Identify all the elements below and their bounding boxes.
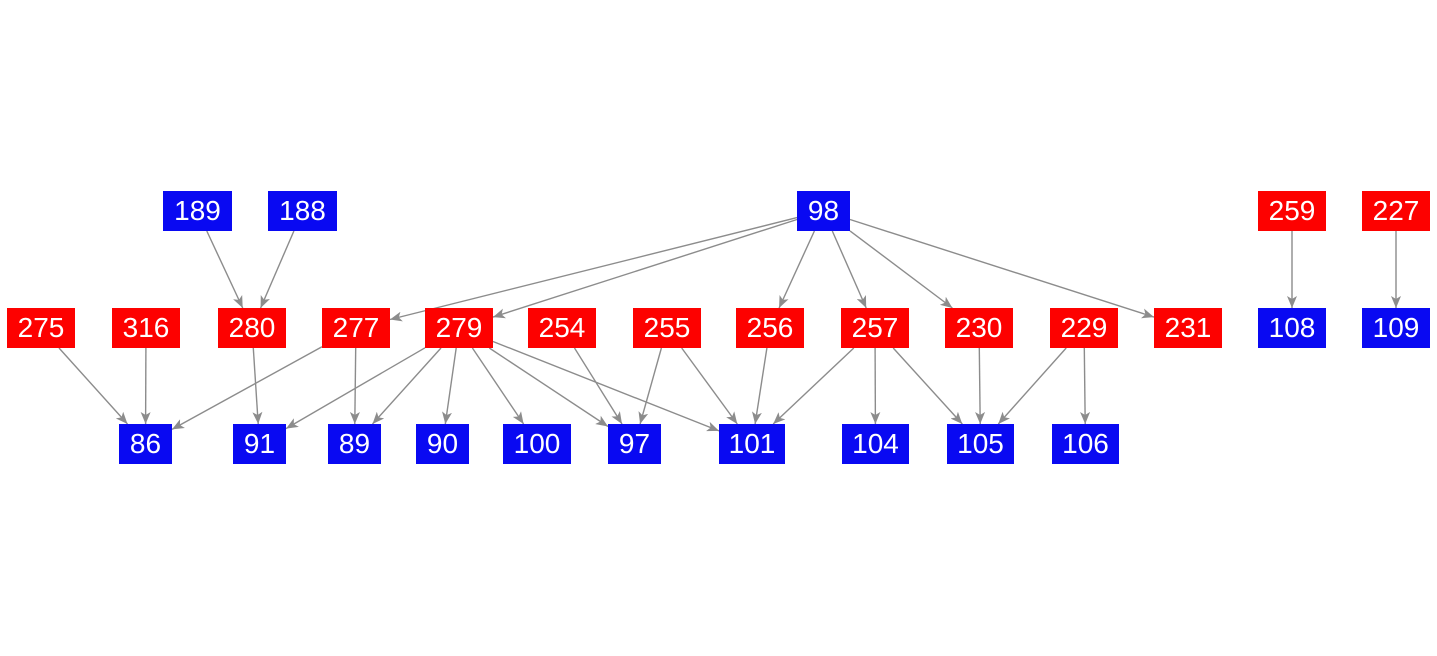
- graph-edge-98-277: [389, 216, 798, 322]
- graph-node-98[interactable]: 98: [797, 191, 850, 231]
- graph-node-256[interactable]: 256: [736, 308, 804, 348]
- graph-edge-229-105: [997, 347, 1067, 425]
- graph-node-255[interactable]: 255: [633, 308, 701, 348]
- graph-edge-277-89: [349, 347, 360, 425]
- graph-edge-256-101: [752, 347, 768, 425]
- graph-edge-98-257: [831, 230, 867, 309]
- graph-node-189[interactable]: 189: [163, 191, 232, 231]
- graph-edge-280-91: [252, 347, 263, 425]
- graph-edge-230-105: [975, 347, 986, 425]
- graph-node-227[interactable]: 227: [1362, 191, 1430, 231]
- graph-node-231[interactable]: 231: [1154, 308, 1222, 348]
- graph-edge-279-101: [492, 340, 720, 432]
- graph-edge-275-86: [58, 347, 129, 425]
- graph-node-101[interactable]: 101: [719, 424, 785, 464]
- graph-node-90[interactable]: 90: [416, 424, 469, 464]
- graph-node-89[interactable]: 89: [328, 424, 381, 464]
- graph-edge-257-101: [772, 347, 855, 425]
- graph-node-108[interactable]: 108: [1258, 308, 1326, 348]
- graph-edge-98-230: [849, 230, 953, 309]
- graph-edge-279-90: [442, 347, 457, 425]
- graph-edge-98-231: [849, 218, 1155, 319]
- graph-edge-229-106: [1080, 347, 1091, 425]
- graph-node-91[interactable]: 91: [233, 424, 286, 464]
- graph-node-188[interactable]: 188: [268, 191, 337, 231]
- graph-node-259[interactable]: 259: [1258, 191, 1326, 231]
- graph-node-109[interactable]: 109: [1362, 308, 1430, 348]
- graph-edge-277-86: [171, 346, 323, 431]
- graph-edge-255-97: [638, 347, 663, 425]
- graph-edge-279-89: [371, 347, 442, 425]
- graph-node-279[interactable]: 279: [425, 308, 493, 348]
- graph-edge-255-101: [681, 347, 738, 425]
- graph-node-104[interactable]: 104: [842, 424, 909, 464]
- graph-edge-254-97: [573, 347, 623, 425]
- graph-node-254[interactable]: 254: [528, 308, 596, 348]
- graph-node-257[interactable]: 257: [841, 308, 909, 348]
- graph-node-230[interactable]: 230: [945, 308, 1013, 348]
- graph-node-105[interactable]: 105: [947, 424, 1014, 464]
- graph-node-280[interactable]: 280: [218, 308, 286, 348]
- graph-node-100[interactable]: 100: [503, 424, 571, 464]
- graph-edge-279-97: [488, 347, 609, 428]
- graph-edge-257-105: [892, 347, 963, 425]
- graph-edge-98-256: [778, 230, 816, 309]
- graph-node-277[interactable]: 277: [322, 308, 390, 348]
- graph-edge-98-279: [492, 218, 798, 319]
- graph-edge-188-280: [259, 230, 295, 309]
- graph-node-229[interactable]: 229: [1050, 308, 1118, 348]
- graph-node-97[interactable]: 97: [608, 424, 661, 464]
- graph-edge-189-280: [206, 230, 244, 309]
- graph-node-86[interactable]: 86: [119, 424, 172, 464]
- graph-node-316[interactable]: 316: [112, 308, 180, 348]
- graph-node-106[interactable]: 106: [1052, 424, 1119, 464]
- graph-node-275[interactable]: 275: [7, 308, 75, 348]
- graph-edge-279-100: [471, 347, 525, 425]
